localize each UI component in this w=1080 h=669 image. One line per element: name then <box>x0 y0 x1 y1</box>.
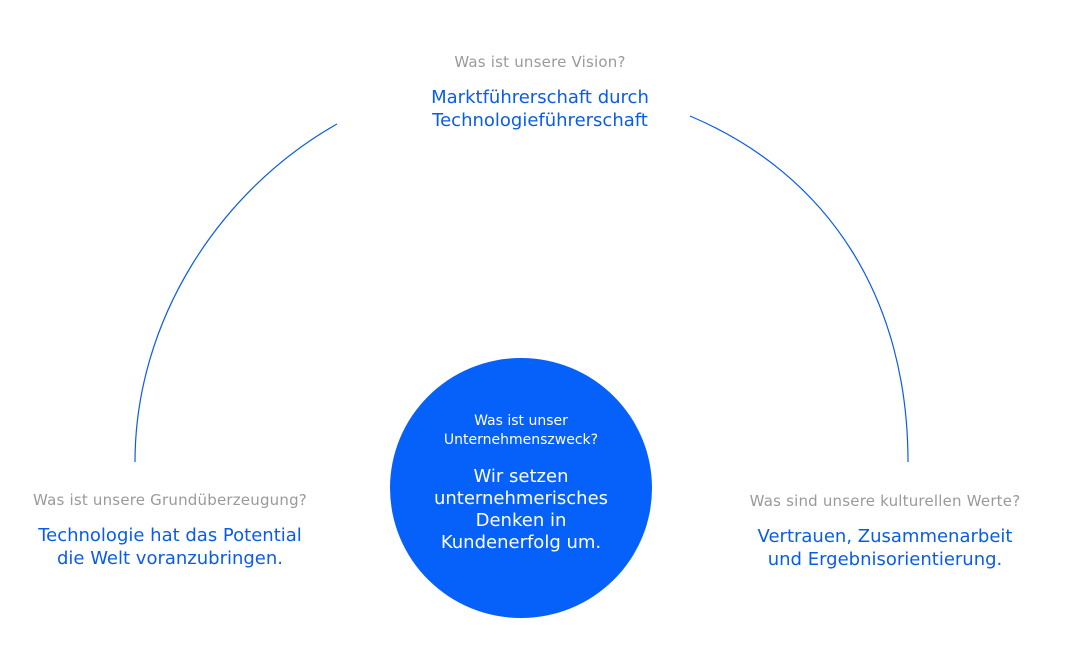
values-question: Was sind unsere kulturellen Werte? <box>749 492 1021 510</box>
purpose-question: Was ist unser Unternehmenszweck? <box>390 412 652 450</box>
purpose-answer-line: Denken in <box>475 510 567 531</box>
purpose-question-line: Unternehmenszweck? <box>443 432 599 448</box>
purpose-circle: Was ist unser Unternehmenszweck? Wir set… <box>390 358 652 618</box>
right-arc <box>689 115 909 463</box>
vision-answer-line: Marktführerschaft durch <box>431 87 649 108</box>
vision-question: Was ist unsere Vision? <box>454 53 626 71</box>
purpose-answer-line: Wir setzen <box>473 466 569 487</box>
purpose-answer-line: Kundenerfolg um. <box>440 532 602 553</box>
vision-block: Was ist unsere Vision? Marktführerschaft… <box>340 52 740 132</box>
values-answer-line: Vertrauen, Zusammenarbeit <box>757 526 1013 547</box>
values-answer-line: und Ergebnisorientierung. <box>767 549 1003 570</box>
purpose-question-line: Was ist unser <box>474 413 568 429</box>
purpose-answer: Wir setzen unternehmerisches Denken in K… <box>410 466 632 554</box>
left-arc <box>134 123 338 463</box>
belief-answer: Technologie hat das Potential die Welt v… <box>0 524 340 570</box>
belief-answer-line: die Welt voranzubringen. <box>56 548 284 569</box>
belief-answer-line: Technologie hat das Potential <box>38 525 302 546</box>
vision-answer-line: Technologieführerschaft <box>432 110 648 131</box>
belief-question: Was ist unsere Grundüberzeugung? <box>33 491 307 509</box>
purpose-answer-line: unternehmerisches <box>433 488 609 509</box>
values-block: Was sind unsere kulturellen Werte? Vertr… <box>720 491 1050 571</box>
vision-answer: Marktführerschaft durch Technologieführe… <box>340 86 740 132</box>
belief-block: Was ist unsere Grundüberzeugung? Technol… <box>0 490 340 570</box>
values-answer: Vertrauen, Zusammenarbeit und Ergebnisor… <box>720 525 1050 571</box>
